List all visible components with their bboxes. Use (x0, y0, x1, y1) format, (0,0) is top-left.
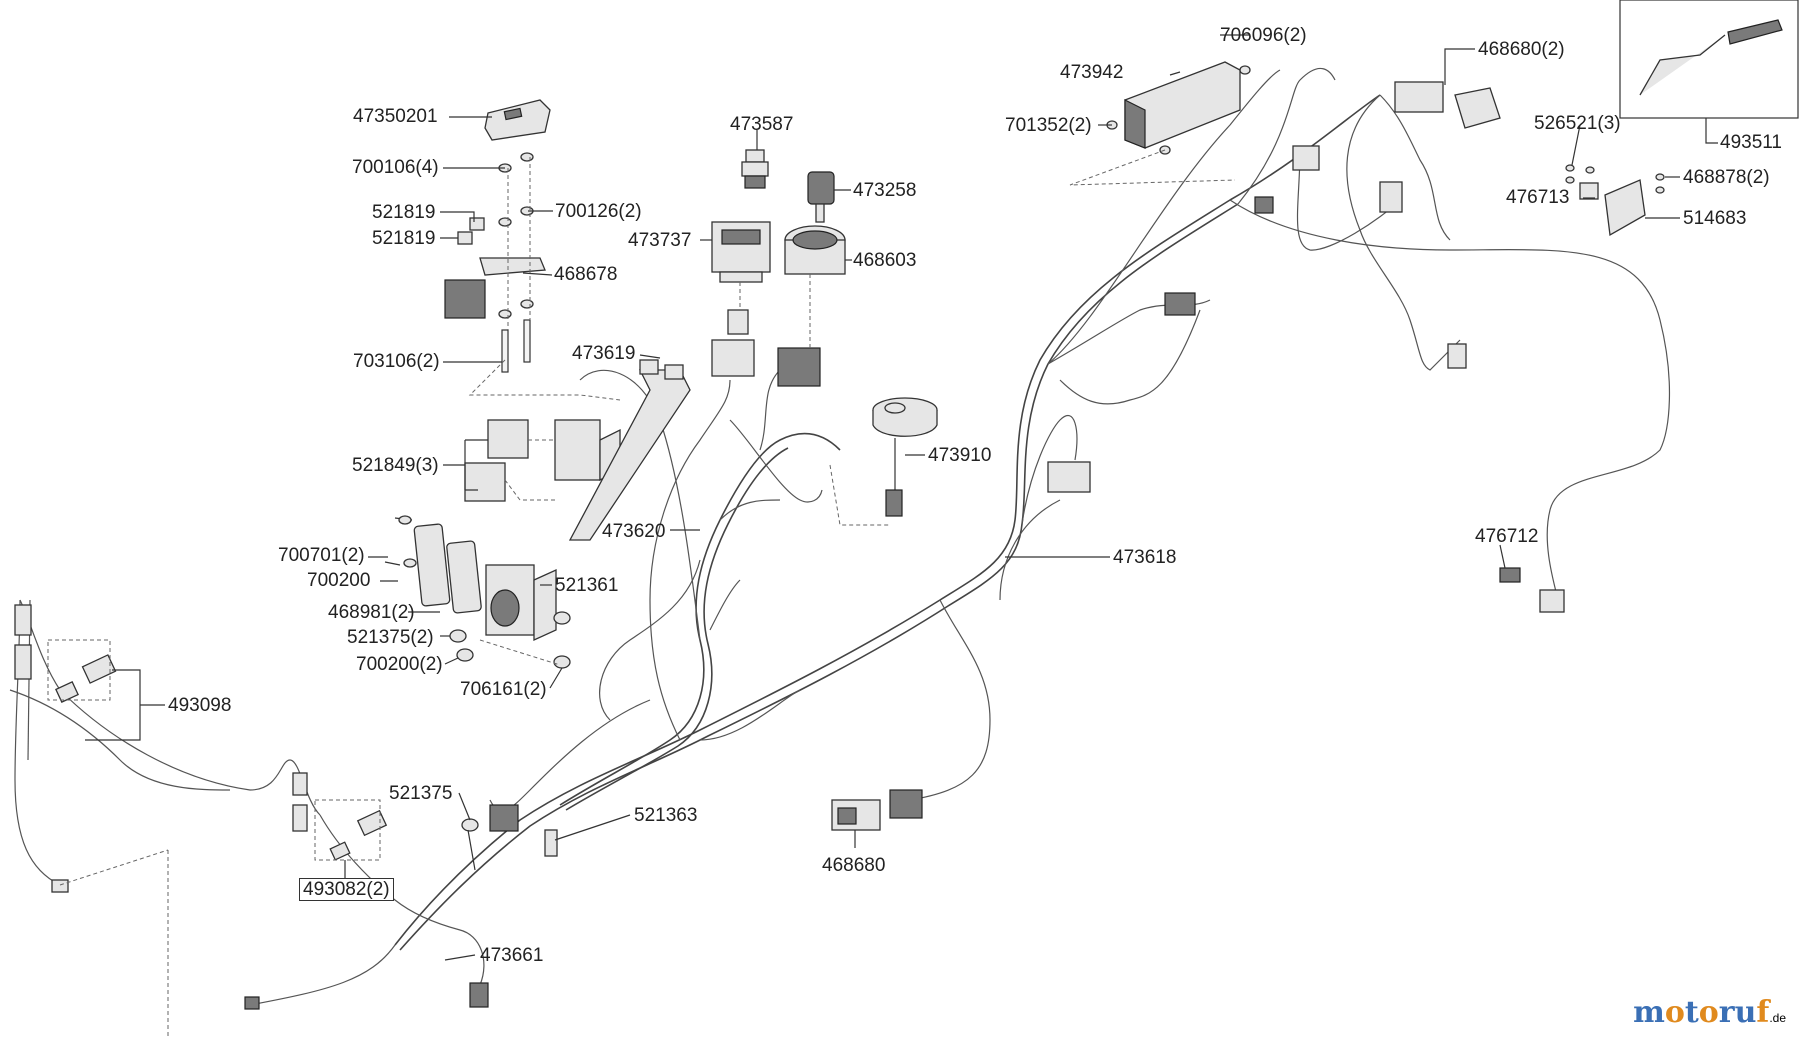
label-473910: 473910 (928, 445, 992, 466)
label-468981: 468981(2) (328, 602, 415, 623)
label-521363: 521363 (634, 805, 698, 826)
label-700126: 700126(2) (555, 201, 642, 222)
lamp-493098 (14, 604, 388, 1038)
switch-468603 (777, 225, 846, 387)
label-476712: 476712 (1475, 526, 1539, 547)
wm-letter: o (1664, 995, 1685, 1030)
switch-468680-bottom (831, 789, 923, 831)
connector-521363 (461, 804, 558, 871)
label-706096: 706096(2) (1220, 25, 1307, 46)
key-473258 (807, 171, 835, 223)
label-473661: 473661 (480, 945, 544, 966)
sensor-473910 (829, 397, 938, 526)
switch-468680-top (1394, 81, 1501, 129)
wm-domain: .de (1769, 1011, 1786, 1025)
label-468603: 468603 (853, 250, 917, 271)
label-521819-a: 521819 (372, 202, 436, 223)
fuse-block-hardware (444, 152, 621, 401)
switch-473737 (711, 221, 771, 377)
label-521361: 521361 (555, 575, 619, 596)
leader-lines (85, 34, 1718, 961)
bracket-473619 (568, 359, 691, 541)
label-514683: 514683 (1683, 208, 1747, 229)
label-493511: 493511 (1720, 132, 1782, 153)
connector-473661 (469, 982, 489, 1008)
switch-473587 (741, 149, 769, 189)
label-473618: 473618 (1113, 547, 1177, 568)
light-bar-493511 (1619, 0, 1799, 119)
module-473942 (1069, 61, 1251, 186)
label-468680-bottom: 468680 (822, 855, 886, 876)
wm-letter: m (1633, 995, 1665, 1030)
label-468878: 468878(2) (1683, 167, 1770, 188)
label-493098: 493098 (168, 695, 232, 716)
label-521375-b: 521375 (389, 783, 453, 804)
label-468678: 468678 (554, 264, 618, 285)
label-493082: 493082(2) (299, 878, 394, 901)
label-473587: 473587 (730, 114, 794, 135)
label-473942: 473942 (1060, 62, 1124, 83)
label-476713: 476713 (1506, 187, 1570, 208)
label-473619: 473619 (572, 343, 636, 364)
harness-connectors (1047, 145, 1565, 613)
main-harness-473618 (394, 67, 1671, 951)
label-521819-b: 521819 (372, 228, 436, 249)
label-700106: 700106(4) (352, 157, 439, 178)
label-700701: 700701(2) (278, 545, 365, 566)
module-514683 (1565, 164, 1665, 237)
wm-letter: r (1718, 995, 1735, 1030)
label-701352: 701352(2) (1005, 115, 1092, 136)
label-706161: 706161(2) (460, 679, 547, 700)
solenoid-521361 (384, 515, 571, 669)
label-526521: 526521(3) (1534, 113, 1621, 134)
bracket-47350201 (484, 99, 551, 141)
label-521375-a: 521375(2) (347, 627, 434, 648)
wm-letter: t (1684, 995, 1699, 1030)
motoruf-watermark: motoruf.de (1633, 995, 1786, 1030)
label-473620: 473620 (602, 521, 666, 542)
wm-letter: o (1698, 995, 1719, 1030)
label-468680-top: 468680(2) (1478, 39, 1565, 60)
wm-letter: u (1734, 995, 1757, 1030)
label-473258: 473258 (853, 180, 917, 201)
label-473737: 473737 (628, 230, 692, 251)
label-47350201: 47350201 (353, 106, 438, 127)
label-700200-a: 700200 (307, 570, 371, 591)
label-703106: 703106(2) (353, 351, 440, 372)
label-700200-b: 700200(2) (356, 654, 443, 675)
wm-letter: f (1756, 995, 1770, 1030)
label-521849: 521849(3) (352, 455, 439, 476)
